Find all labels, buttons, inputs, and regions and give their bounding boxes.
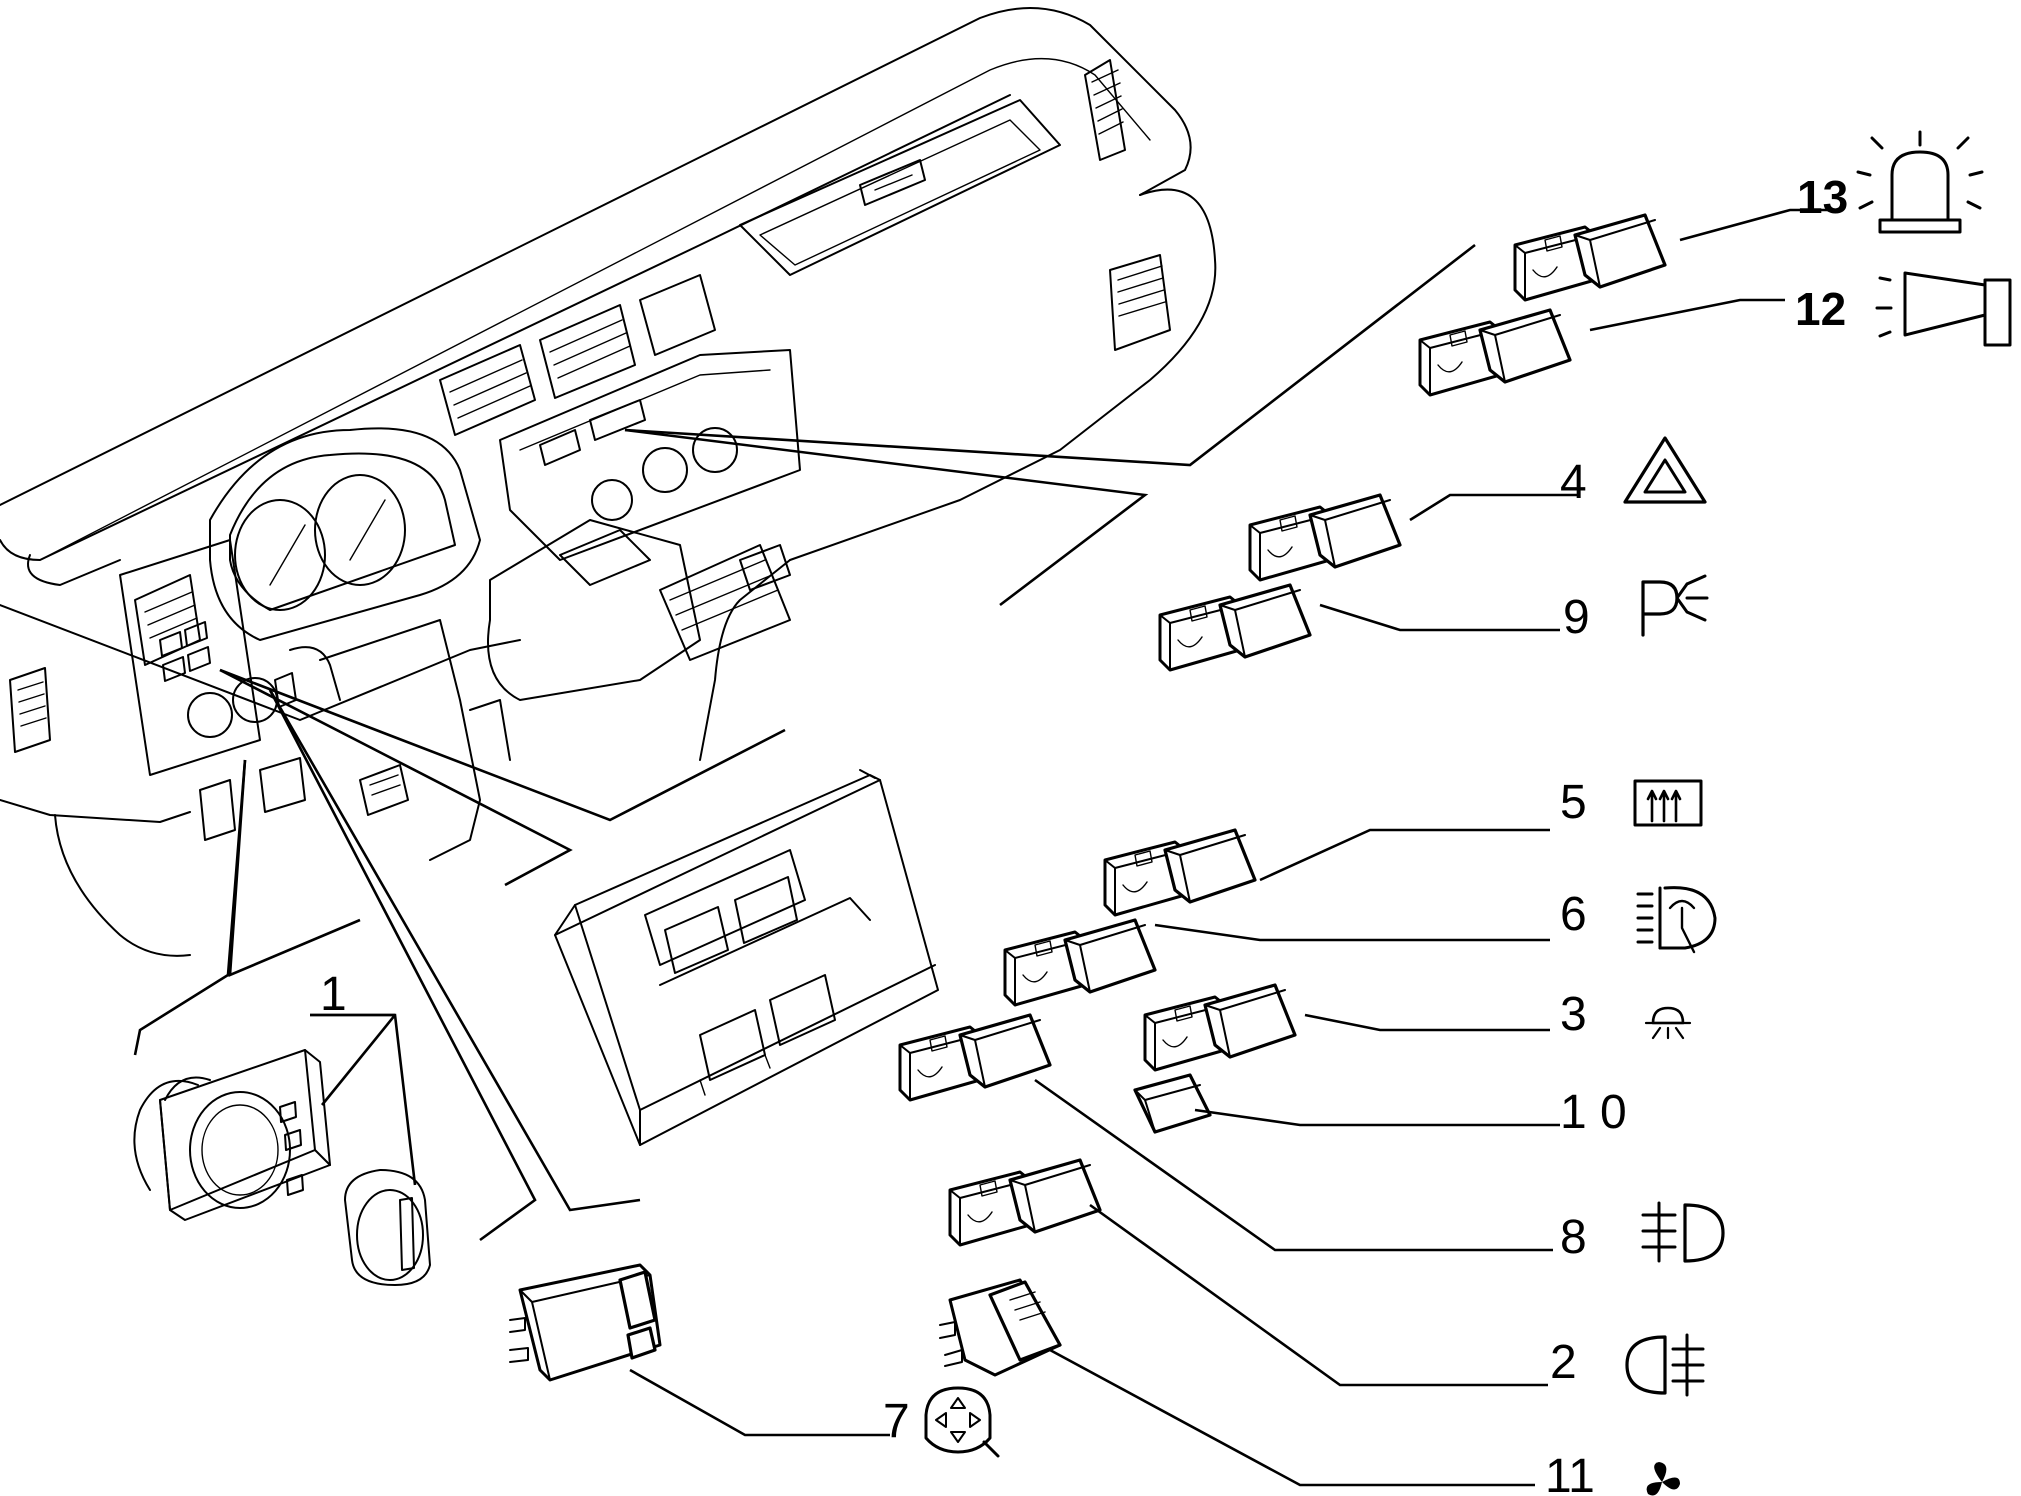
callout-8: 8	[1560, 1211, 1587, 1264]
leader-4	[1409, 493, 1578, 522]
switch-2	[948, 1158, 1102, 1247]
fan-icon	[1646, 1462, 1680, 1496]
switch-7	[509, 1263, 662, 1382]
callout-labels: 13 12 4 9 5 6 3 1 0 8 2 11 7 1	[320, 171, 1848, 1496]
callout-11: 11	[1545, 1450, 1595, 1496]
rear-window-defrost-icon	[1633, 779, 1703, 827]
callout-12: 12	[1795, 283, 1846, 335]
switch-9	[1158, 583, 1312, 672]
callout-1: 1	[320, 968, 347, 1021]
leader-10	[1194, 1108, 1560, 1127]
leader-12	[1589, 298, 1785, 332]
switch-housing-panel	[554, 769, 939, 1146]
callout-7: 7	[883, 1395, 910, 1448]
callout-9: 9	[1563, 591, 1590, 644]
dashboard-illustration	[0, 7, 1217, 957]
leader-9	[1319, 603, 1560, 632]
callout-10: 1 0	[1560, 1086, 1627, 1139]
switch-4	[1248, 493, 1402, 582]
leader-11	[1049, 1348, 1535, 1487]
switch-11	[939, 1278, 1062, 1377]
light-switch-assembly	[133, 1049, 431, 1286]
interior-light-icon	[1644, 1006, 1692, 1040]
callout-6: 6	[1560, 888, 1587, 941]
parking-light-icon	[1641, 574, 1709, 637]
switch-symbols	[924, 130, 2012, 1496]
callout-leader-lines	[310, 208, 1830, 1487]
horn-icon	[1875, 271, 2012, 347]
mirror-adjust-icon	[924, 1386, 1000, 1458]
hazard-warning-icon	[1623, 436, 1707, 504]
callout-5: 5	[1560, 776, 1587, 829]
leader-7	[629, 1368, 890, 1437]
leader-8	[1034, 1078, 1553, 1252]
switch-3	[1143, 983, 1297, 1072]
explosion-lines	[133, 243, 1476, 1242]
switch-8	[898, 1013, 1052, 1102]
rear-fog-lamp-icon	[1625, 1333, 1705, 1397]
switch-12	[1418, 308, 1572, 397]
leader-5	[1259, 828, 1550, 882]
switch-5	[1103, 828, 1257, 917]
switch-parts	[509, 213, 1667, 1382]
leader-2	[1089, 1203, 1548, 1387]
switch-13	[1513, 213, 1667, 302]
leader-3	[1304, 1013, 1550, 1032]
blank-cover	[1133, 1073, 1212, 1134]
front-fog-lamp-icon	[1641, 1201, 1725, 1263]
switch-6	[1003, 918, 1157, 1007]
leader-13	[1679, 208, 1830, 242]
callout-3: 3	[1560, 988, 1587, 1041]
callout-2: 2	[1550, 1336, 1577, 1389]
callout-13: 13	[1797, 171, 1848, 223]
callout-4: 4	[1560, 456, 1587, 509]
beacon-light-icon	[1856, 130, 1984, 234]
leader-6	[1154, 923, 1550, 942]
headlamp-washer-icon	[1636, 886, 1717, 954]
